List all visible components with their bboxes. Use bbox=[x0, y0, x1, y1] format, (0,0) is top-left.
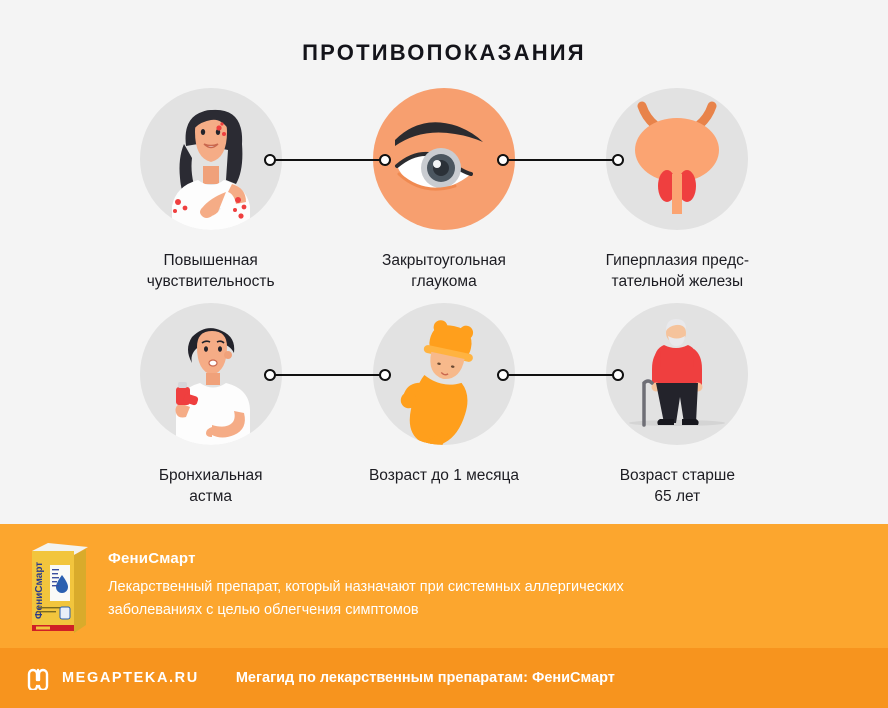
item-caption: Гиперплазия предс- тательной железы bbox=[605, 252, 750, 290]
promo-title: ФениСмарт bbox=[108, 550, 196, 567]
connector-node-icon bbox=[264, 154, 276, 166]
connector-node-icon bbox=[612, 154, 624, 166]
grid-row-2: Бронхиальная астма bbox=[94, 303, 794, 518]
promo-banner: ФениСмарт bbox=[0, 524, 888, 648]
page-title: ПРОТИВОПОКАЗАНИЯ bbox=[302, 40, 586, 65]
promo-text-block: ФениСмарт Лекарственный препарат, которы… bbox=[108, 550, 868, 622]
megapteka-m-logo-icon bbox=[25, 666, 51, 690]
item-caption: Возраст старше 65 лет bbox=[619, 467, 735, 505]
svg-text:ФениСмарт: ФениСмарт bbox=[34, 562, 45, 619]
footer-tagline: Мегагид по лекарственным препаратам: Фен… bbox=[235, 670, 615, 686]
connector-line-3 bbox=[264, 369, 391, 381]
connector-node-icon bbox=[497, 154, 509, 166]
brand-name-label: MEGAPTEKA.RU bbox=[62, 670, 199, 686]
connector-line-2 bbox=[497, 154, 624, 166]
bladder-prostate-icon bbox=[606, 88, 749, 230]
item-age-under-one-month[interactable]: Возраст до 1 месяца bbox=[327, 303, 560, 518]
man-with-inhaler-icon bbox=[139, 303, 282, 445]
item-caption: Закрытоугольная глаукома bbox=[382, 252, 506, 290]
connector-node-icon bbox=[379, 369, 391, 381]
item-angle-closure-glaucoma[interactable]: Закрытоугольная глаукома bbox=[327, 88, 560, 303]
woman-with-rash-icon bbox=[139, 88, 282, 230]
contraindications-grid: Повышенная чувствительность bbox=[94, 88, 794, 518]
item-caption: Повышенная чувствительность bbox=[146, 252, 275, 290]
infant-icon bbox=[372, 303, 515, 445]
fenismart-box-icon: ФениСмарт bbox=[26, 541, 88, 633]
promo-description: Лекарственный препарат, который назначаю… bbox=[108, 579, 624, 618]
item-bronchial-asthma[interactable]: Бронхиальная астма bbox=[94, 303, 327, 518]
connector-node-icon bbox=[612, 369, 624, 381]
connector-node-icon bbox=[379, 154, 391, 166]
megapteka-brand[interactable]: MEGAPTEKA.RU bbox=[25, 666, 199, 690]
connector-node-icon bbox=[497, 369, 509, 381]
item-caption: Бронхиальная астма bbox=[158, 467, 263, 505]
item-caption: Возраст до 1 месяца bbox=[368, 467, 520, 484]
connector-line-1 bbox=[264, 154, 391, 166]
footer-bar: MEGAPTEKA.RU Мегагид по лекарственным пр… bbox=[0, 648, 888, 708]
elderly-man-with-cane-icon bbox=[606, 303, 749, 445]
eye-icon bbox=[372, 88, 515, 230]
connector-line-4 bbox=[497, 369, 624, 381]
item-hypersensitivity[interactable]: Повышенная чувствительность bbox=[94, 88, 327, 303]
item-age-over-65[interactable]: Возраст старше 65 лет bbox=[561, 303, 794, 518]
grid-row-1: Повышенная чувствительность bbox=[94, 88, 794, 303]
item-prostate-hyperplasia[interactable]: Гиперплазия предс- тательной железы bbox=[561, 88, 794, 303]
connector-node-icon bbox=[264, 369, 276, 381]
